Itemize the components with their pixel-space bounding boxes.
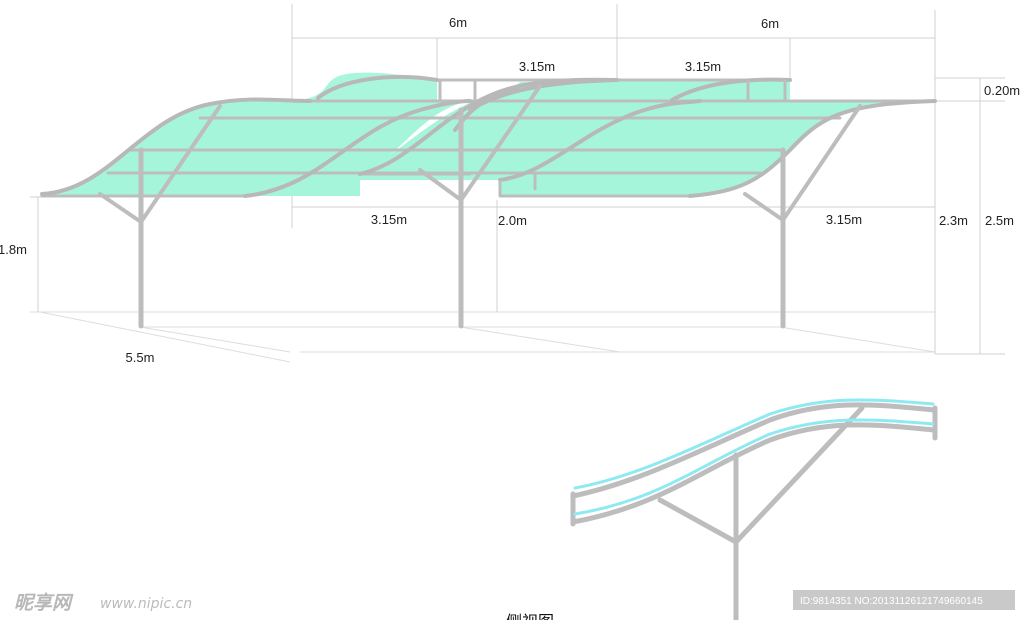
rafter-right-end <box>688 99 937 198</box>
watermark-logo: 昵享网 <box>14 592 74 614</box>
dim-lower-right-roof: 3.15m <box>826 212 862 227</box>
ground-guides <box>30 311 936 363</box>
rafter-left-back <box>316 74 439 100</box>
rafter-right-back <box>670 77 792 102</box>
id-banner <box>793 590 1015 610</box>
dim-upper-right-roof: 3.15m <box>685 59 721 74</box>
columns <box>138 107 786 329</box>
dim-rise: 0.20m <box>984 83 1020 98</box>
dim-top-left-span: 6m <box>449 15 467 30</box>
rafter-left-end <box>243 99 472 198</box>
side-view <box>570 398 938 620</box>
dim-upper-left-roof: 3.15m <box>519 59 555 74</box>
back-left-panel <box>292 72 437 101</box>
rafter-right-front <box>498 99 702 182</box>
watermark: 昵享网 www.nipic.cn ID:9814351 NO:201311261… <box>14 590 1015 614</box>
back-bay-uprights <box>438 80 787 196</box>
curved-rafters <box>40 74 937 198</box>
side-roof-upper-panel <box>573 398 935 490</box>
dimension-labels: 6m 6m 3.15m 3.15m 0.20m 3.15m 2.0m 3.15m… <box>0 15 1020 365</box>
side-brace-right <box>733 405 865 545</box>
side-view-caption: 侧视图 <box>506 612 554 620</box>
dim-middle-height: 2.0m <box>498 213 527 228</box>
side-roof-lower-frame <box>570 422 938 525</box>
watermark-url: www.nipic.cn <box>100 596 192 612</box>
dim-lower-left-roof: 3.15m <box>371 212 407 227</box>
side-roof-lower-panel <box>573 418 935 516</box>
dim-top-right-span: 6m <box>761 16 779 31</box>
braces <box>98 84 862 224</box>
rafter-left-front <box>40 97 312 196</box>
dimension-lines <box>30 4 1005 355</box>
side-brace-left <box>657 497 739 545</box>
dim-depth: 5.5m <box>126 350 155 365</box>
roof-purlins <box>40 78 937 198</box>
dim-outer-height: 2.5m <box>985 213 1014 228</box>
dim-left-height: 1.8m <box>0 242 27 257</box>
dim-inner-height: 2.3m <box>939 213 968 228</box>
side-roof-upper-frame <box>570 402 938 499</box>
id-banner-text: ID:9814351 NO:20131126121749660145 <box>800 596 983 607</box>
